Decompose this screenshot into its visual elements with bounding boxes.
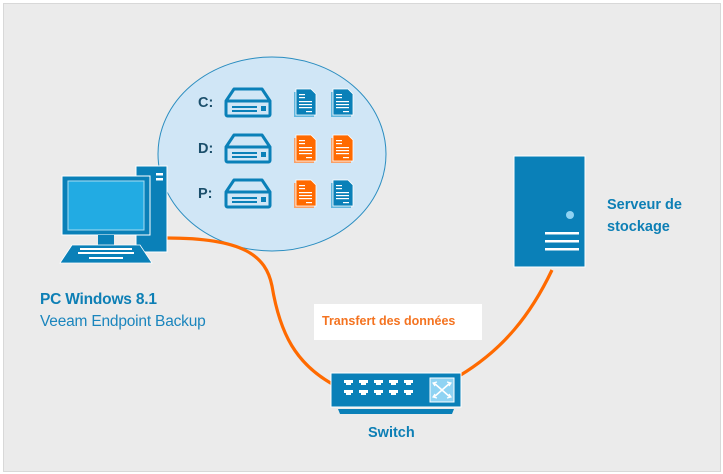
storage-server-label-line1: Serveur de <box>607 197 682 213</box>
switch-port-icon <box>374 380 383 385</box>
storage-server-label-line2: stockage <box>607 219 670 235</box>
drive-label-p: P: <box>198 186 213 202</box>
desktop-computer-icon <box>59 165 168 264</box>
switch-port-icon <box>404 390 413 395</box>
drive-label-c: C: <box>198 95 214 111</box>
cable-switch-to-server <box>458 269 554 378</box>
pc-title: PC Windows 8.1 <box>40 291 157 308</box>
storage-server-label: Serveur de stockage <box>607 194 682 238</box>
pc-subtitle: Veeam Endpoint Backup <box>40 313 206 330</box>
network-switch-icon <box>330 372 462 414</box>
document-orange-icon <box>294 179 317 208</box>
document-orange-icon <box>331 134 354 163</box>
switch-port-icon <box>344 390 353 395</box>
transfer-label-box: Transfert des données <box>314 304 482 340</box>
switch-port-icon <box>359 380 368 385</box>
document-blue-icon <box>331 179 354 208</box>
switch-port-icon <box>374 390 383 395</box>
switch-port-icon <box>389 380 398 385</box>
switch-port-icon <box>344 380 353 385</box>
cable-pc-to-switch <box>166 236 335 387</box>
hard-drive-icon <box>224 178 272 209</box>
server-tower-icon <box>513 155 586 268</box>
document-blue-icon <box>331 88 354 117</box>
switch-port-icon <box>404 380 413 385</box>
transfer-label: Transfert des données <box>322 314 456 328</box>
switch-port-icon <box>389 390 398 395</box>
document-orange-icon <box>294 134 317 163</box>
drive-label-d: D: <box>198 141 214 157</box>
switch-label: Switch <box>368 425 415 441</box>
drives-bubble <box>157 56 387 252</box>
hard-drive-icon <box>224 133 272 164</box>
document-blue-icon <box>294 88 317 117</box>
hard-drive-icon <box>224 87 272 118</box>
switch-port-icon <box>359 390 368 395</box>
diagram-canvas: C: D: P: PC Windows 8.1 Veeam Endpoint B… <box>3 3 721 472</box>
diagram-graphics <box>59 56 586 414</box>
